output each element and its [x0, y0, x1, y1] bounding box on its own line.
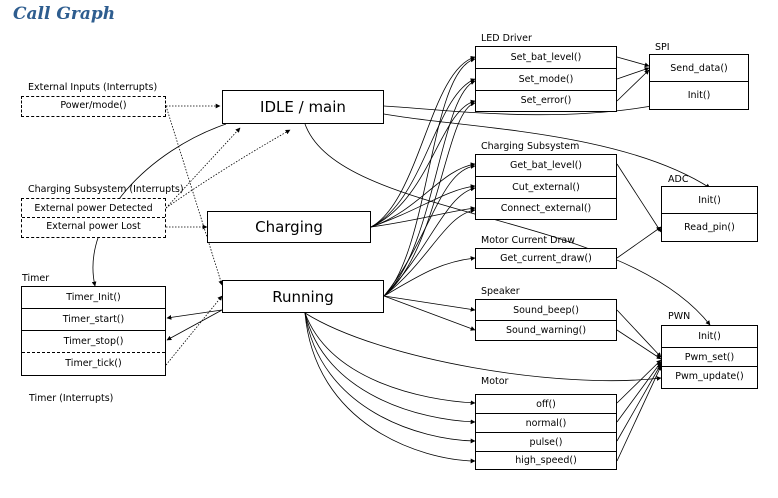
arrow-running-to-off — [304, 312, 476, 406]
timer-start-cell: Timer_start() — [22, 308, 165, 330]
arrow-idle-to-spi-init — [383, 101, 669, 116]
diagram-title: Call Graph — [13, 4, 116, 24]
motor-normal-cell: normal() — [476, 413, 616, 432]
arrow-running-to-timerstart — [166, 309, 223, 320]
led-driver-box: Set_bat_level() Set_mode() Set_error() — [475, 46, 617, 112]
arrow-running-to-normal — [304, 312, 476, 425]
arrow-running-to-cutext — [383, 186, 476, 297]
power-mode-cell: Power/mode() — [60, 100, 127, 111]
arrow-running-to-timerstop — [166, 309, 223, 341]
send-data-cell: Send_data() — [670, 62, 728, 74]
arrow-normal-to-pwmset — [616, 361, 662, 423]
arrow-charging-to-connext — [370, 206, 476, 228]
set-bat-level-cell: Set_bat_level() — [510, 52, 582, 63]
state-charging: Charging — [207, 211, 371, 243]
pwm-set-cell: Pwm_set() — [662, 347, 757, 366]
motor-pulse-cell: pulse() — [476, 432, 616, 451]
arrow-getcurrent-to-readpin — [616, 226, 662, 259]
arrow-charging-to-getbat — [370, 162, 476, 228]
sound-warning-cell: Sound_warning() — [476, 320, 616, 339]
group-label-timer: Timer — [22, 273, 50, 284]
timer-box: Timer_Init() Timer_start() Timer_stop() … — [21, 286, 166, 376]
arrow-running-to-pwmupdate — [304, 312, 662, 382]
timer-tick-cell: Timer_tick() — [22, 352, 165, 373]
cut-external-cell: Cut_external() — [476, 176, 616, 198]
arrow-setmode-to-senddata — [616, 67, 650, 80]
speaker-box: Sound_beep() Sound_warning() — [475, 299, 617, 341]
charging-interrupts-box: External power Detected External power L… — [21, 198, 166, 238]
arrow-off-to-pwmset — [616, 359, 662, 404]
arrow-running-to-pulse — [304, 312, 476, 444]
arrow-running-to-highspeed — [304, 312, 476, 464]
arrow-tick-to-running — [165, 295, 223, 366]
arrow-beep-to-pwmset — [616, 309, 662, 358]
connect-external-cell: Connect_external() — [476, 198, 616, 218]
arrow-running-to-beep — [383, 295, 476, 312]
group-label-external-inputs: External Inputs (Interrupts) — [28, 82, 158, 93]
arrow-charging-to-cutext — [370, 184, 476, 228]
get-current-draw-cell: Get_current_draw() — [500, 252, 592, 264]
arrow-running-to-getbat — [383, 164, 476, 297]
arrow-warning-to-pwmset — [616, 329, 662, 360]
read-pin-cell: Read_pin() — [662, 213, 757, 240]
group-label-charging-interrupts: Charging Subsystem (Interrupts) — [28, 184, 184, 195]
group-label-pwn: PWN — [668, 311, 691, 322]
arrow-running-to-getcurrent — [383, 256, 476, 297]
group-label-charging-subsystem: Charging Subsystem — [481, 141, 580, 152]
arrow-charging-to-seterror — [370, 99, 476, 228]
state-running: Running — [222, 280, 384, 313]
adc-box: Init() Read_pin() — [661, 186, 758, 242]
pwm-update-cell: Pwm_update() — [662, 366, 757, 386]
arrow-power-to-running — [165, 105, 224, 286]
arrow-running-to-setmode — [383, 80, 476, 297]
group-label-speaker: Speaker — [481, 286, 520, 297]
motor-current-box: Get_current_draw() — [475, 248, 617, 269]
group-label-timer-interrupts: Timer (Interrupts) — [29, 393, 114, 404]
group-label-adc: ADC — [668, 174, 689, 185]
motor-high-speed-cell: high_speed() — [476, 451, 616, 468]
timer-init-cell: Timer_Init() — [66, 292, 121, 303]
spi-init-cell: Init() — [650, 81, 748, 108]
motor-box: off() normal() pulse() high_speed() — [475, 394, 617, 470]
arrow-highspeed-to-pwmset — [616, 365, 662, 462]
external-inputs-box: Power/mode() — [21, 96, 166, 117]
timer-stop-cell: Timer_stop() — [22, 330, 165, 352]
arrow-charging-to-setbat — [370, 55, 476, 228]
group-label-led-driver: LED Driver — [481, 33, 532, 44]
arrow-idle-to-timerinit — [91, 123, 227, 287]
arrow-charging-to-setmode — [370, 78, 476, 228]
group-label-motor: Motor — [481, 376, 509, 387]
charging-subsystem-box: Get_bat_level() Cut_external() Connect_e… — [475, 154, 617, 220]
pwn-box: Init() Pwm_set() Pwm_update() — [661, 325, 758, 389]
arrow-setbat-to-senddata — [616, 56, 650, 68]
set-mode-cell: Set_mode() — [476, 68, 616, 90]
get-bat-level-cell: Get_bat_level() — [509, 160, 582, 171]
arrow-getbat-to-readpin — [616, 163, 662, 233]
arrow-seterror-to-senddata — [616, 69, 650, 102]
arrow-extdetect-to-idle — [165, 127, 241, 209]
group-label-spi: SPI — [655, 42, 670, 53]
external-power-lost-cell: External power Lost — [22, 217, 165, 235]
arrow-pulse-to-pwmset — [616, 363, 662, 442]
sound-beep-cell: Sound_beep() — [513, 304, 579, 316]
group-label-motor-current: Motor Current Draw — [481, 235, 575, 246]
arrow-extdetect-to-timer — [165, 129, 291, 209]
state-idle-main: IDLE / main — [222, 90, 384, 124]
set-error-cell: Set_error() — [476, 90, 616, 110]
pwn-init-cell: Init() — [698, 331, 721, 342]
external-power-detected-cell: External power Detected — [34, 202, 153, 214]
adc-init-cell: Init() — [698, 194, 721, 206]
motor-off-cell: off() — [536, 398, 556, 410]
spi-box: Send_data() Init() — [649, 54, 749, 110]
arrow-idle-to-adc-init — [383, 113, 711, 189]
arrow-running-to-warning — [383, 295, 476, 331]
arrow-running-to-setbat — [383, 57, 476, 297]
arrow-running-to-connext — [383, 208, 476, 297]
